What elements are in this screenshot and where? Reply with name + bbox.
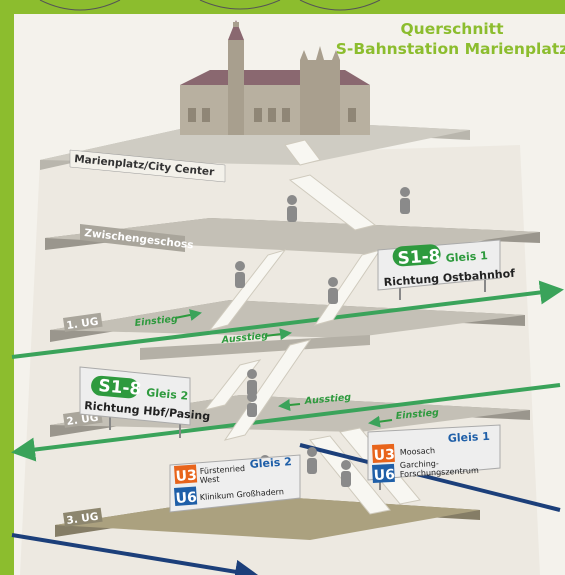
svg-text:3. UG: 3. UG [66,511,99,527]
flow-arrow-einstieg-lower [368,415,393,428]
person-icons [235,187,410,487]
svg-text:1. UG: 1. UG [66,316,99,332]
flow-ausstieg-lower: Ausstieg [303,392,351,407]
u-bahn-track-left [11,533,259,575]
escalator-surface [288,174,377,231]
sign-u1-u6-label: U6 [373,467,395,484]
sign-u1-u3-label: U3 [373,447,395,464]
sign-u1-u6-dest-line1: Garching- [400,459,439,470]
sign-u2-u3-label: U3 [175,468,197,485]
top-arcs [39,0,381,11]
sign-u-bahn-gleis2: U3 Fürstenried West Gleis 2 U6 Klinikum … [169,454,301,513]
sign-u-bahn-gleis1: U3 Moosach Gleis 1 U6 Garching- Forschun… [367,424,501,490]
flow-arrow-ausstieg-upper [264,328,292,341]
title-line2: S-Bahnstation Marienplatz [336,40,565,58]
sign-s2-gleis: Gleis 2 [146,386,189,403]
level-label-ug3: 3. UG [63,507,103,527]
svg-text:2. UG: 2. UG [66,412,99,428]
escalator-ug1-ug2 [223,339,312,441]
flow-einstieg-upper: Einstieg [134,314,178,329]
sign-u1-u6-dest-line2: Forschungszentrum [400,466,480,479]
s-bahn-track-lower [11,383,561,462]
ug1b-ledge [140,335,370,360]
sign-u2-u6-label: U6 [175,490,197,507]
flow-einstieg-lower: Einstieg [395,407,439,422]
sign-u1-u3-dest: Moosach [400,446,436,457]
flow-arrow-ausstieg-lower [278,399,301,411]
sign-s-bahn-gleis2: S1-8 Gleis 2 Richtung Hbf/Pasing [79,366,211,438]
escalator-entrance [284,139,321,166]
sign-u1-gleis: Gleis 1 [447,430,490,445]
sign-s1-gleis: Gleis 1 [445,249,488,265]
sign-u2-u3-dest-line1: Fürstenried [200,464,246,476]
level-label-ug1: 1. UG [63,312,103,332]
s-bahn-track-upper [11,280,564,359]
escalator-ug1-ug2-short [203,359,262,411]
escalator-mezz-ug1-left [208,249,287,331]
rathaus-building-icon [180,20,370,135]
sign-u2-u3-dest-line2: West [200,475,220,485]
sign-u2-gleis: Gleis 2 [249,455,292,471]
sign-s1-line: S1-8 [397,246,441,269]
title-line1: Querschnitt [401,20,505,38]
flow-arrow-einstieg-upper [174,309,202,321]
sign-s2-line: S1-8 [98,376,143,400]
u-bahn-track-right [299,443,561,512]
